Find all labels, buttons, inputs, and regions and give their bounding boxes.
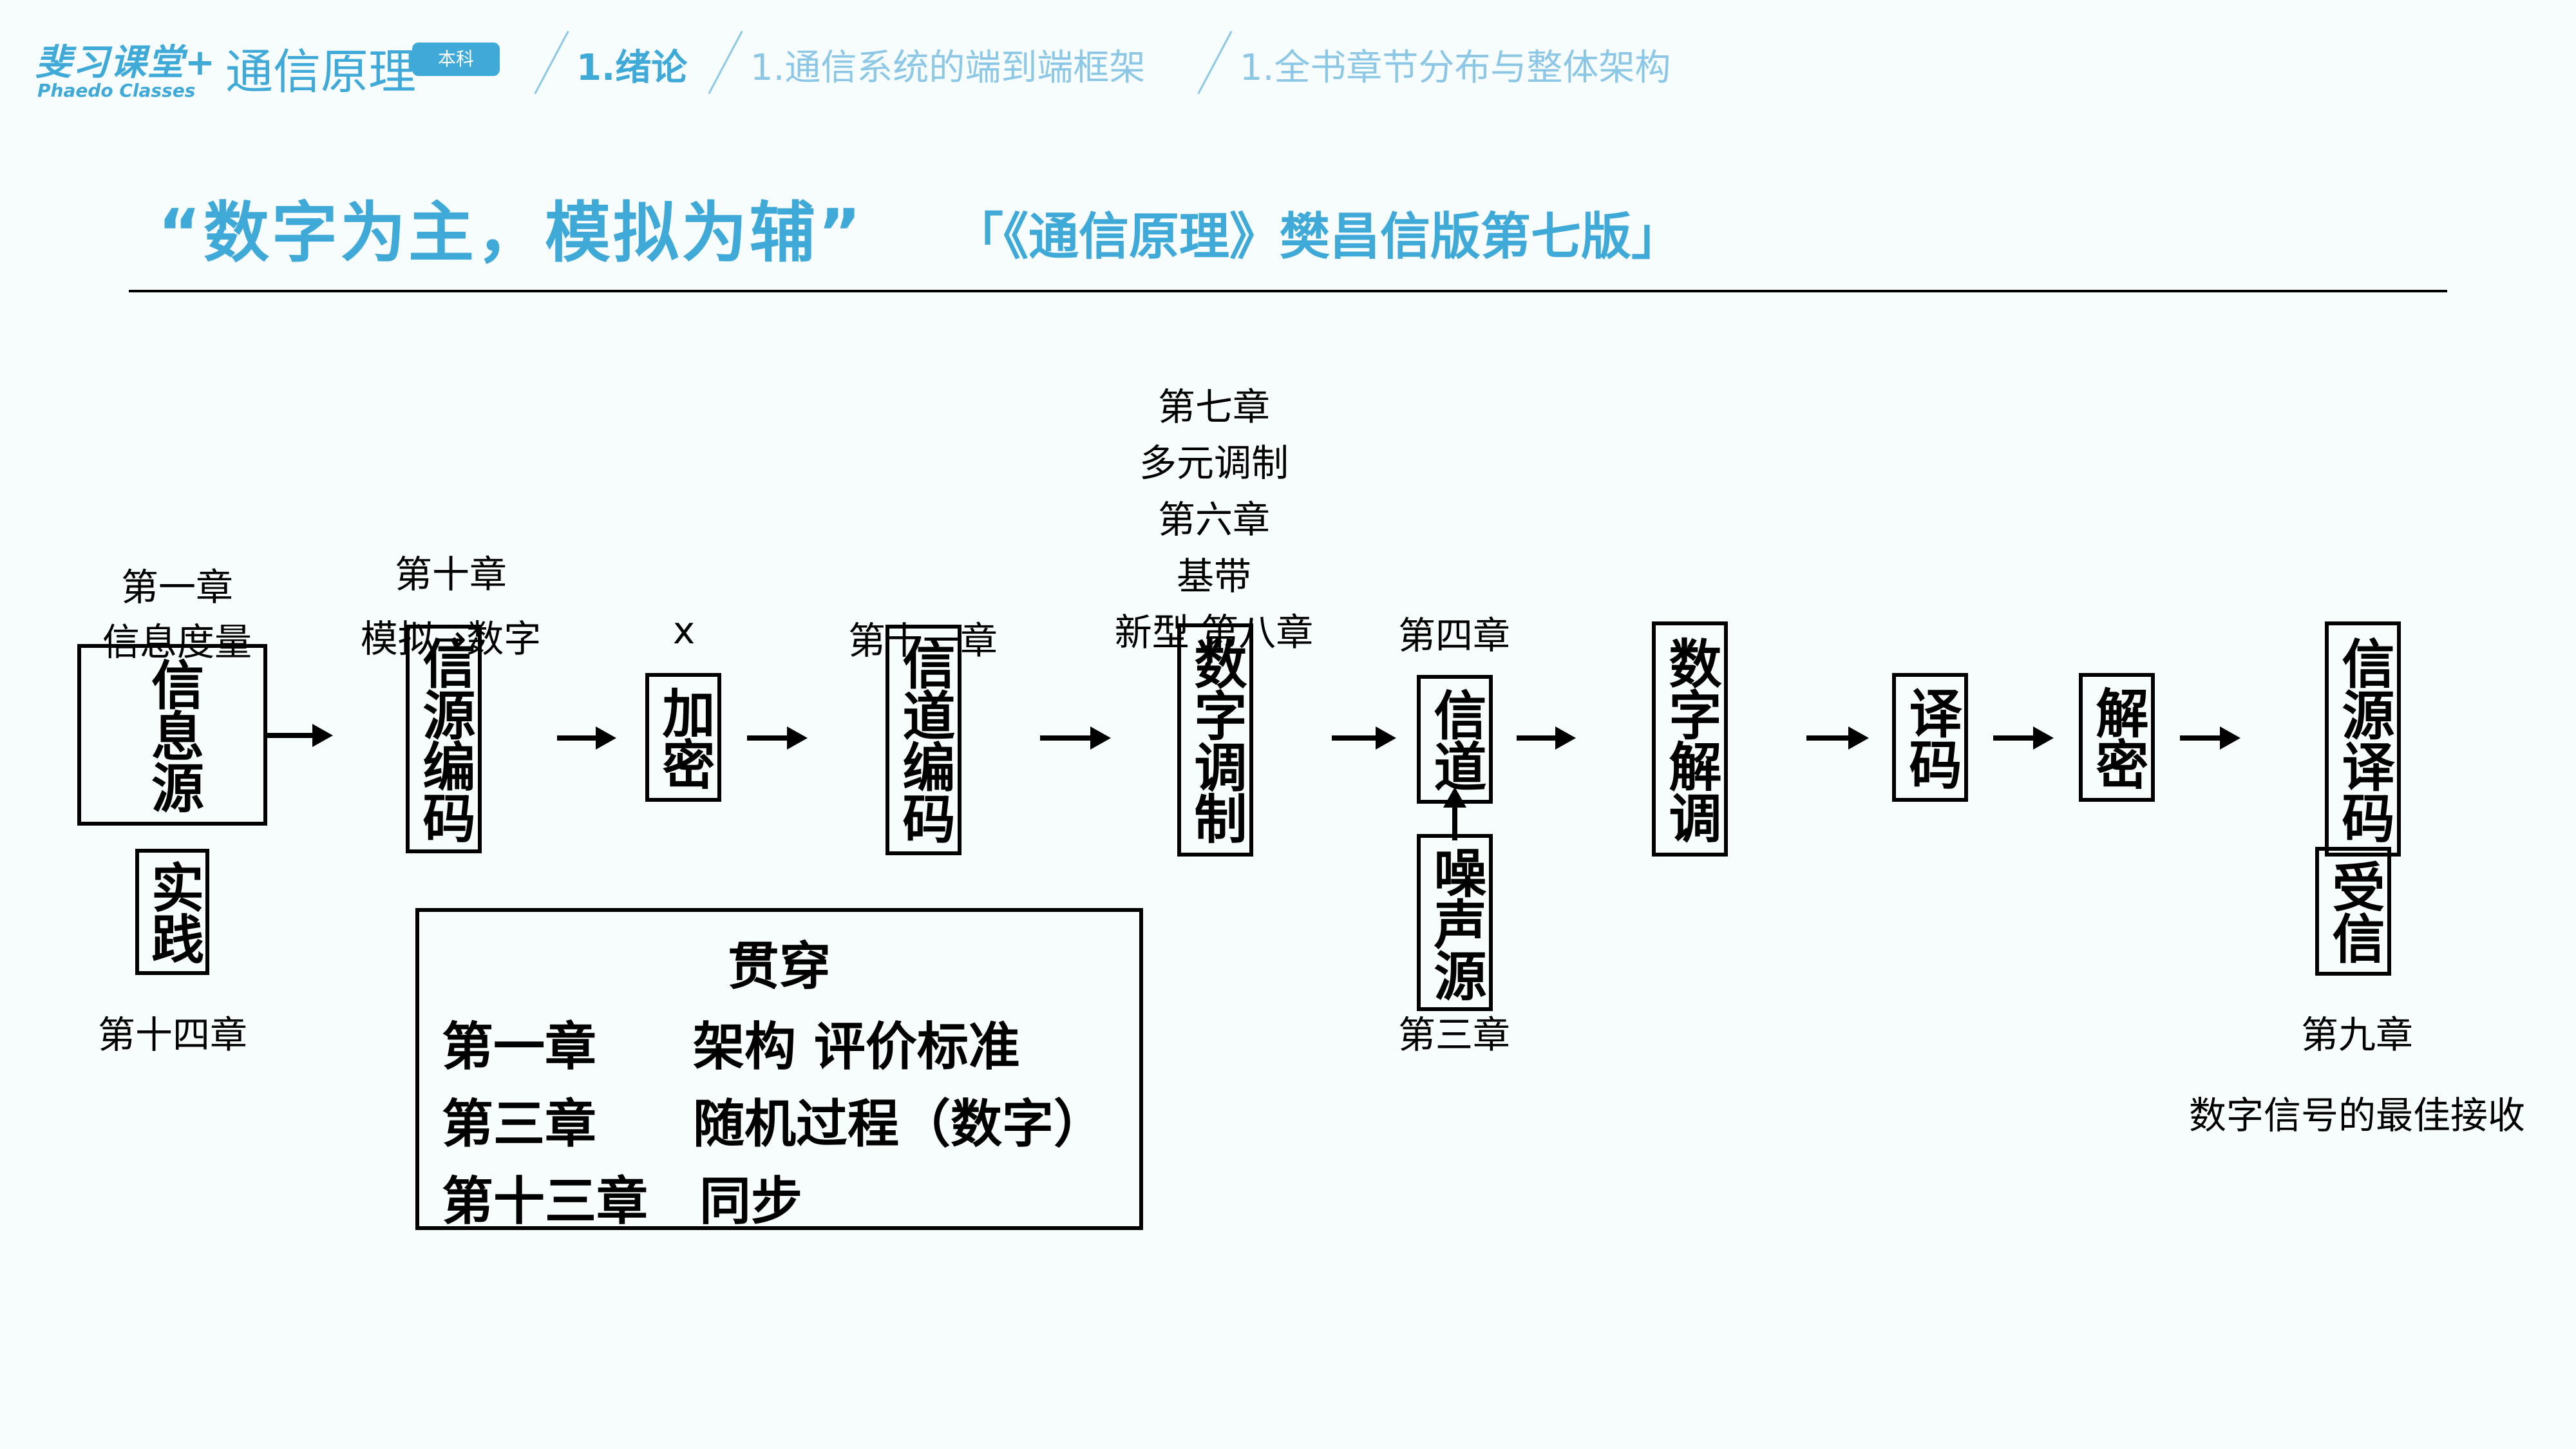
practice-block-label: 实践 [142, 860, 204, 963]
source-coding-chapter-label: 第十章 [394, 553, 507, 596]
page-title: “数字为主，模拟为辅” [158, 195, 864, 272]
decrypt-block-label: 解密 [2087, 686, 2148, 789]
encrypt-block-label: 加密 [653, 686, 714, 789]
source-decoding-block-label: 信源译码 [2333, 636, 2394, 842]
arrow-up-icon [1443, 787, 1466, 808]
source-block-label: 信息源 [142, 658, 204, 812]
breadcrumb-item-topic[interactable]: 1.全书章节分布与整体架构 [1240, 47, 1671, 89]
through-chapters-box: 贯穿 第一章 架构 评价标准 第三章 随机过程（数字） 第十三章 同步 [415, 908, 1143, 1231]
modulation-block: 数字调制 [1177, 623, 1253, 857]
sink-block: 受信 [2315, 847, 2391, 976]
breadcrumb-separator [1197, 30, 1233, 95]
modulation-block-label: 数字调制 [1185, 637, 1246, 843]
source-coding-block-label: 信源编码 [413, 636, 475, 842]
source-topic-label: 信息度量 [102, 620, 252, 664]
modulation-label-3: 第六章 [1157, 498, 1271, 542]
channel-block-label: 信道 [1425, 688, 1486, 791]
channel-coding-block-label: 信道编码 [893, 637, 954, 843]
arrow-head-icon [2033, 726, 2054, 750]
demodulation-block: 数字解调 [1652, 621, 1728, 857]
through-row-topic: 同步 [699, 1171, 802, 1231]
sink-topic-label: 数字信号的最佳接收 [2188, 1094, 2526, 1137]
arrow-head-icon [1090, 726, 1111, 750]
arrow-head-icon [1555, 726, 1576, 750]
breadcrumb-separator [534, 30, 569, 95]
encrypt-top-label: x [672, 609, 696, 652]
arrow-head-icon [1376, 726, 1396, 750]
flow-arrow-line [1040, 735, 1090, 741]
noise-source-block: 噪声源 [1417, 834, 1493, 1011]
logo-subtitle: Phaedo Classes [37, 80, 196, 101]
channel-block: 信道 [1417, 675, 1493, 804]
source-chapter-label: 第一章 [120, 565, 234, 609]
source-coding-topic-label: 模拟→数字 [360, 617, 542, 661]
sink-chapter-label: 第九章 [2300, 1013, 2414, 1057]
page-subtitle: 「《通信原理》樊昌信版第七版」 [953, 208, 1682, 266]
noise-arrow-line [1452, 805, 1457, 840]
decrypt-block: 解密 [2079, 673, 2155, 802]
course-title: 通信原理 [225, 44, 416, 100]
flow-arrow-line [747, 735, 787, 741]
through-row: 第一章 架构 评价标准 [442, 1005, 1020, 1080]
source-block: 信息源 [77, 644, 267, 826]
through-row-chapter: 第十三章 [442, 1171, 648, 1231]
decoding-block: 译码 [1892, 673, 1968, 802]
through-row: 第十三章 同步 [442, 1160, 802, 1235]
modulation-label-2: 多元调制 [1139, 441, 1289, 485]
through-row-topic: 架构 评价标准 [693, 1017, 1020, 1077]
flow-arrow-line [557, 735, 596, 741]
arrow-head-icon [596, 726, 616, 750]
encrypt-block: 加密 [645, 673, 721, 802]
demodulation-block-label: 数字解调 [1660, 636, 1721, 842]
source-coding-block: 信源编码 [406, 625, 482, 853]
source-decoding-block: 信源译码 [2325, 621, 2401, 857]
through-row-chapter: 第一章 [442, 1017, 596, 1077]
flow-arrow-line [1806, 735, 1848, 741]
practice-block: 实践 [135, 849, 209, 975]
course-badge: 本科 [412, 43, 500, 76]
channel-chapter-label: 第四章 [1397, 614, 1511, 658]
through-row-topic: 随机过程（数字） [693, 1094, 1105, 1154]
through-row-chapter: 第三章 [442, 1094, 596, 1154]
through-box-title: 贯穿 [728, 936, 831, 996]
flow-arrow-line [1332, 735, 1376, 741]
through-row: 第三章 随机过程（数字） [442, 1083, 1105, 1157]
arrow-head-icon [787, 726, 808, 750]
modulation-label-4: 基带 [1176, 554, 1252, 598]
decoding-block-label: 译码 [1900, 686, 1961, 789]
arrow-head-icon [312, 724, 333, 747]
logo-wordmark: 斐习课堂+ [35, 42, 216, 84]
flow-arrow-line [267, 733, 312, 738]
sink-block-label: 受信 [2323, 860, 2384, 963]
arrow-head-icon [2220, 726, 2240, 750]
breadcrumb-item-section[interactable]: 1.通信系统的端到端框架 [750, 47, 1146, 89]
breadcrumb-item-chapter[interactable]: 1.绪论 [576, 47, 688, 89]
arrow-head-icon [1848, 726, 1869, 750]
modulation-label-1: 第七章 [1157, 385, 1271, 429]
title-divider [129, 290, 2447, 292]
flow-arrow-line [2180, 735, 2220, 741]
noise-chapter-label: 第三章 [1397, 1013, 1511, 1057]
flow-arrow-line [1517, 735, 1555, 741]
channel-coding-block: 信道编码 [886, 625, 961, 855]
flow-arrow-line [1993, 735, 2033, 741]
practice-chapter-label: 第十四章 [97, 1013, 248, 1057]
noise-source-block-label: 噪声源 [1425, 845, 1486, 1000]
modulation-label-5: 新型 第八章 [1114, 611, 1314, 654]
breadcrumb-separator [708, 30, 743, 95]
